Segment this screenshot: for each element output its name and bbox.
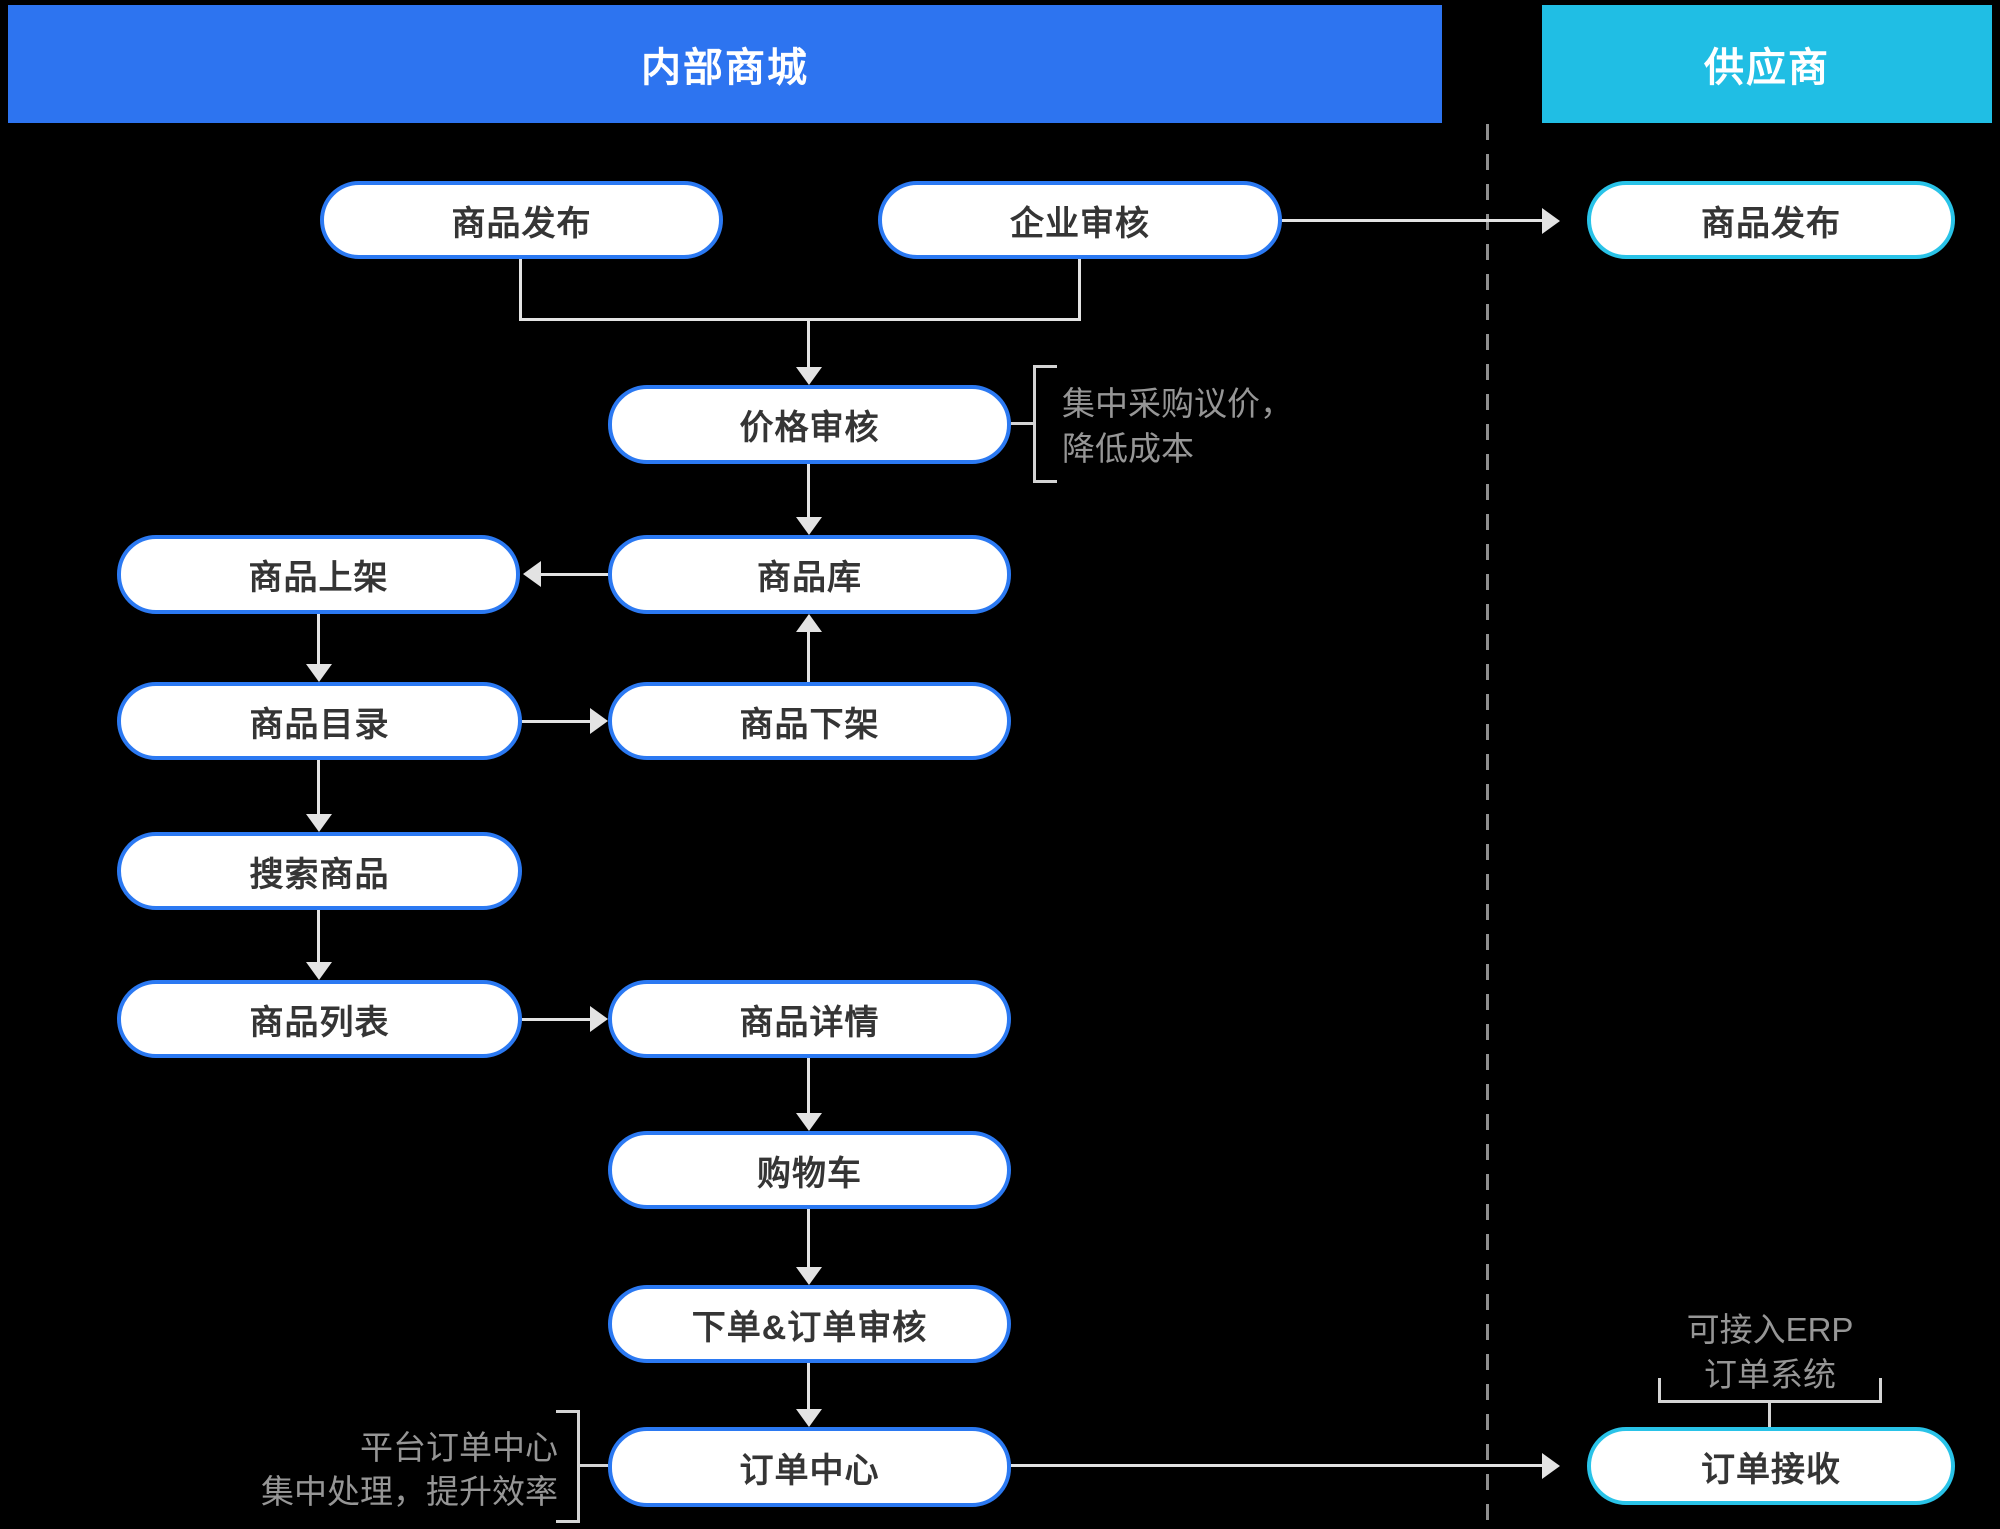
annotation-price-note-line1: 集中采购议价， xyxy=(1062,385,1293,422)
arrowhead-into-list xyxy=(306,962,332,980)
arrowhead-into-order-center xyxy=(796,1409,822,1427)
arrowhead-into-library-bottom xyxy=(796,614,822,632)
connector-cart-to-order xyxy=(807,1209,810,1268)
node-product-library: 商品库 xyxy=(608,535,1011,614)
bracket-center-tick-bottom xyxy=(556,1520,580,1523)
annotation-order-center-note: 平台订单中心 集中处理，提升效率 xyxy=(228,1426,558,1514)
arrowhead-into-detail xyxy=(590,1006,608,1032)
arrowhead-into-price-review xyxy=(796,367,822,385)
connector-review-drop xyxy=(1078,259,1081,321)
arrowhead-into-listing xyxy=(523,561,541,587)
node-product-publish-supplier: 商品发布 xyxy=(1587,181,1955,259)
arrowhead-into-search xyxy=(306,814,332,832)
connector-search-to-list xyxy=(317,910,320,963)
bracket-erp-tick-right xyxy=(1879,1378,1882,1403)
node-search-products: 搜索商品 xyxy=(117,832,522,910)
bracket-price-vertical xyxy=(1033,365,1036,483)
connector-center-to-receive xyxy=(1011,1464,1542,1467)
annotation-order-center-note-line1: 平台订单中心 xyxy=(360,1429,558,1466)
node-order-center: 订单中心 xyxy=(608,1427,1011,1507)
node-product-catalog: 商品目录 xyxy=(117,682,522,760)
connector-merge-to-price xyxy=(807,318,810,368)
connector-catalog-to-delisting xyxy=(522,720,590,723)
node-shopping-cart: 购物车 xyxy=(608,1131,1011,1209)
annotation-price-note: 集中采购议价， 降低成本 xyxy=(1062,381,1442,471)
node-product-publish-internal: 商品发布 xyxy=(320,181,723,259)
connector-order-to-center xyxy=(807,1363,810,1410)
bracket-price-tick-top xyxy=(1033,365,1057,368)
arrowhead-into-catalog xyxy=(306,664,332,682)
annotation-erp-note-line2: 订单系统 xyxy=(1704,1356,1836,1393)
bracket-center-tick-top xyxy=(556,1410,580,1413)
arrowhead-into-supplier-publish xyxy=(1542,208,1560,234)
annotation-price-note-line2: 降低成本 xyxy=(1062,430,1194,467)
bracket-erp-tick-left xyxy=(1658,1378,1661,1403)
connector-price-to-library xyxy=(807,464,810,518)
arrowhead-into-delisting xyxy=(590,708,608,734)
arrowhead-into-order-receive xyxy=(1542,1453,1560,1479)
bracket-price-stub xyxy=(1011,422,1035,425)
bracket-erp-stem xyxy=(1768,1400,1771,1427)
node-order-receive: 订单接收 xyxy=(1587,1427,1955,1505)
arrowhead-into-library xyxy=(796,517,822,535)
arrowhead-into-cart xyxy=(796,1113,822,1131)
connector-publish-drop xyxy=(519,259,522,321)
arrowhead-into-order-review xyxy=(796,1267,822,1285)
node-enterprise-review: 企业审核 xyxy=(878,181,1282,259)
connector-list-to-detail xyxy=(522,1018,590,1021)
connector-detail-to-cart xyxy=(807,1058,810,1114)
connector-review-to-supplier xyxy=(1282,219,1542,222)
connector-listing-to-catalog xyxy=(317,614,320,665)
annotation-erp-note-line1: 可接入ERP xyxy=(1686,1311,1854,1348)
node-product-delisting: 商品下架 xyxy=(608,682,1011,760)
node-order-and-review: 下单&订单审核 xyxy=(608,1285,1011,1363)
node-product-detail: 商品详情 xyxy=(608,980,1011,1058)
annotation-order-center-note-line2: 集中处理，提升效率 xyxy=(261,1473,558,1510)
connector-merge-bar xyxy=(519,318,1081,321)
node-product-listing: 商品上架 xyxy=(117,535,520,614)
connector-library-to-listing xyxy=(541,573,608,576)
bracket-center-stub xyxy=(577,1464,608,1467)
annotation-erp-note: 可接入ERP 订单系统 xyxy=(1610,1307,1930,1397)
connector-catalog-to-search xyxy=(317,760,320,815)
connector-delisting-to-library xyxy=(807,631,810,682)
bracket-price-tick-bottom xyxy=(1033,480,1057,483)
header-internal-mall: 内部商城 xyxy=(8,5,1442,123)
column-divider xyxy=(1486,124,1489,1529)
header-supplier: 供应商 xyxy=(1542,5,1992,123)
node-product-list: 商品列表 xyxy=(117,980,522,1058)
node-price-review: 价格审核 xyxy=(608,385,1011,464)
